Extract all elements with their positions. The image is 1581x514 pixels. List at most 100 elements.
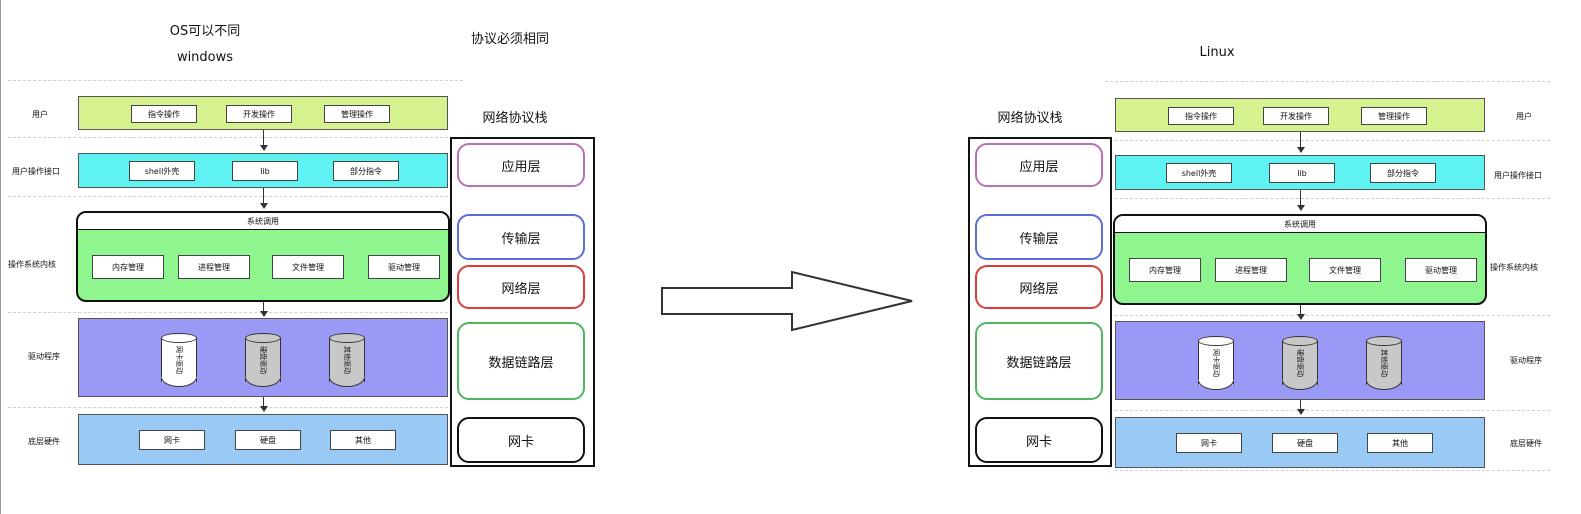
kernel-box-driver: 驱动管理	[368, 255, 440, 279]
separator	[1115, 198, 1550, 199]
separator	[1115, 470, 1550, 471]
arrow-head	[260, 145, 268, 151]
api-band: shell外壳 lib 部分指令	[78, 153, 448, 188]
datalink-layer: 数据链路层	[457, 322, 585, 400]
kernel-block: 系统调用 内存管理 进程管理 文件管理 驱动管理	[76, 211, 450, 302]
hw-box-nic: 网卡	[1176, 433, 1242, 453]
label-kernel: 操作系统内核	[8, 260, 56, 269]
disk-driver-cylinder: 硬盘驱动	[245, 333, 281, 387]
user-box-develop: 开发操作	[1263, 107, 1329, 125]
user-band: 指令操作 开发操作 管理操作	[1115, 98, 1485, 132]
api-box-lib: lib	[232, 161, 298, 181]
separator	[1115, 315, 1550, 316]
cylinder-label: 硬盘驱动	[259, 346, 267, 374]
arrow-head	[1297, 147, 1305, 153]
nic-layer: 网卡	[975, 417, 1103, 463]
hw-box-disk: 硬盘	[1272, 433, 1338, 453]
hw-box-nic: 网卡	[139, 430, 205, 450]
kernel-box-file: 文件管理	[1309, 258, 1381, 282]
separator	[8, 80, 463, 81]
label-hardware: 底层硬件	[1510, 439, 1542, 448]
right-stack-title: 网络协议栈	[997, 111, 1063, 126]
transport-layer: 传输层	[975, 214, 1103, 260]
cylinder-label: 其他驱动	[343, 346, 351, 374]
kernel-box-file: 文件管理	[272, 255, 344, 279]
datalink-layer: 数据链路层	[975, 322, 1103, 400]
separator	[1115, 410, 1550, 411]
arrow-line	[263, 130, 264, 146]
arrow-head	[260, 311, 268, 317]
protocol-same-title: 协议必须相同	[470, 32, 549, 47]
cylinder-label: 网卡驱动	[175, 346, 183, 374]
user-box-develop: 开发操作	[226, 105, 292, 123]
api-box-shell: shell外壳	[1166, 163, 1232, 183]
cylinder-label: 硬盘驱动	[1296, 349, 1304, 377]
other-driver-cylinder: 其他驱动	[1366, 336, 1402, 390]
separator	[8, 312, 448, 313]
right-protocol-stack: 应用层 传输层 网络层 数据链路层 网卡	[968, 137, 1112, 467]
os-different-title: OS可以不同	[169, 24, 241, 39]
label-api: 用户操作接口	[1494, 171, 1542, 180]
nic-layer: 网卡	[457, 417, 585, 463]
arrow-head	[260, 406, 268, 412]
app-layer: 应用层	[975, 143, 1103, 187]
syscall-caption: 系统调用	[78, 213, 448, 230]
arrow-line	[263, 397, 264, 407]
transport-layer: 传输层	[457, 214, 585, 260]
label-user: 用户	[1516, 112, 1532, 121]
arrow-head	[1297, 205, 1305, 211]
right-arrow-icon	[661, 270, 913, 332]
hw-box-other: 其他	[330, 430, 396, 450]
arrow-line	[1300, 132, 1301, 148]
api-box-commands: 部分指令	[1370, 163, 1436, 183]
arrow-line	[263, 188, 264, 204]
arrow-line	[1300, 190, 1301, 206]
user-band: 指令操作 开发操作 管理操作	[78, 96, 448, 130]
separator	[1105, 81, 1550, 82]
label-user: 用户	[32, 110, 48, 119]
left-stack-title: 网络协议栈	[482, 111, 548, 126]
separator	[8, 196, 448, 197]
network-layer: 网络层	[457, 265, 585, 309]
arrow-line	[1300, 400, 1301, 410]
kernel-box-memory: 内存管理	[92, 255, 164, 279]
arrow-line	[1300, 305, 1301, 315]
kernel-box-process: 进程管理	[178, 255, 250, 279]
separator	[8, 407, 448, 408]
user-box-command: 指令操作	[131, 105, 197, 123]
disk-driver-cylinder: 硬盘驱动	[1282, 336, 1318, 390]
label-driver: 驱动程序	[1510, 356, 1542, 365]
syscall-caption: 系统调用	[1115, 216, 1485, 233]
arrow-line	[263, 302, 264, 312]
user-box-manage: 管理操作	[324, 105, 390, 123]
cylinder-label: 网卡驱动	[1212, 349, 1220, 377]
driver-band: 网卡驱动 硬盘驱动 其他驱动	[1115, 321, 1485, 400]
kernel-box-driver: 驱动管理	[1405, 258, 1477, 282]
separator	[1115, 140, 1550, 141]
label-hardware: 底层硬件	[28, 437, 60, 446]
user-box-manage: 管理操作	[1361, 107, 1427, 125]
linux-title: Linux	[1199, 45, 1235, 60]
hardware-band: 网卡 硬盘 其他	[78, 414, 448, 465]
label-api: 用户操作接口	[12, 167, 60, 176]
hardware-band: 网卡 硬盘 其他	[1115, 417, 1485, 468]
page-left-border	[0, 0, 1, 514]
other-driver-cylinder: 其他驱动	[329, 333, 365, 387]
nic-driver-cylinder: 网卡驱动	[161, 333, 197, 387]
app-layer: 应用层	[457, 143, 585, 187]
label-kernel: 操作系统内核	[1490, 263, 1538, 272]
arrow-head	[1297, 314, 1305, 320]
api-box-commands: 部分指令	[333, 161, 399, 181]
api-box-shell: shell外壳	[129, 161, 195, 181]
separator	[8, 137, 448, 138]
nic-driver-cylinder: 网卡驱动	[1198, 336, 1234, 390]
api-box-lib: lib	[1269, 163, 1335, 183]
cylinder-label: 其他驱动	[1380, 349, 1388, 377]
kernel-box-process: 进程管理	[1215, 258, 1287, 282]
api-band: shell外壳 lib 部分指令	[1115, 155, 1485, 190]
windows-title: windows	[176, 50, 234, 65]
label-driver: 驱动程序	[28, 352, 60, 361]
left-protocol-stack: 应用层 传输层 网络层 数据链路层 网卡	[450, 137, 595, 467]
driver-band: 网卡驱动 硬盘驱动 其他驱动	[78, 318, 448, 397]
user-box-command: 指令操作	[1168, 107, 1234, 125]
